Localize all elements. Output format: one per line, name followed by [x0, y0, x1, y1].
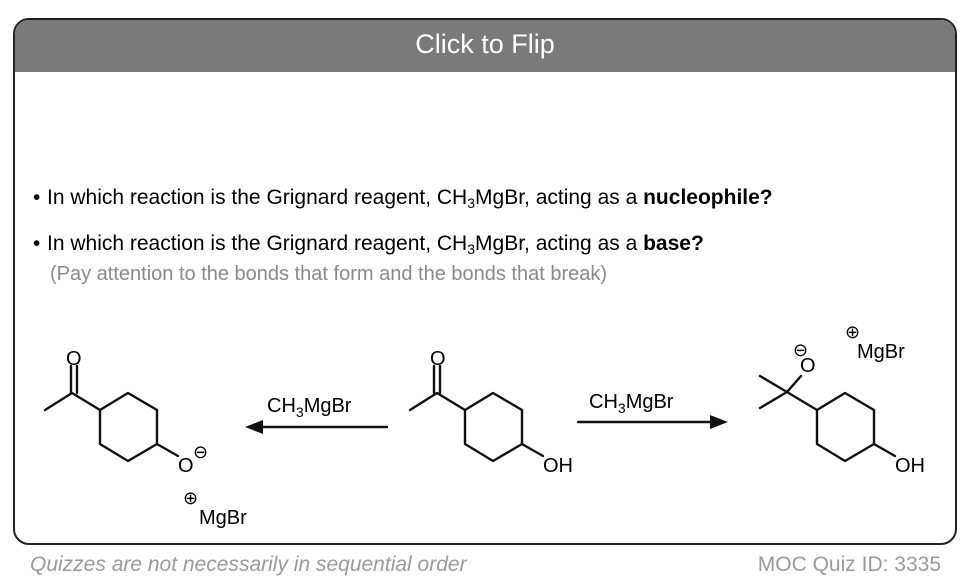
right-mgbr-label: MgBr — [857, 341, 905, 363]
flip-card[interactable]: Click to Flip • In which reaction is the … — [13, 18, 957, 545]
subscript: 3 — [467, 241, 476, 257]
left-mgbr-label: MgBr — [199, 507, 247, 529]
center-starting-material-structure — [408, 364, 545, 463]
question-text: In which reaction is the Grignard reagen… — [47, 232, 468, 255]
question-keyword: base? — [643, 232, 704, 255]
right-alkoxide-o-label: O — [800, 355, 816, 377]
question-text-cont: MgBr, acting as a — [475, 232, 644, 255]
reaction-scheme: O O O ⊖ ⊕ MgBr OH O ⊖ ⊕ MgBr OH CH3MgBr … — [43, 322, 925, 529]
left-product-structure — [43, 364, 180, 463]
right-arrow-head — [710, 415, 728, 429]
bullet-icon: • — [33, 232, 41, 255]
left-arrow-head — [245, 420, 263, 434]
plus-charge-icon: ⊕ — [845, 322, 860, 342]
question-text-cont: MgBr, acting as a — [475, 186, 644, 209]
question-base: • In which reaction is the Grignard reage… — [33, 231, 704, 257]
click-to-flip-header[interactable]: Click to Flip — [15, 20, 955, 72]
right-product-structure — [758, 374, 897, 463]
question-text: In which reaction is the Grignard reagen… — [47, 186, 468, 209]
minus-charge-icon: ⊖ — [793, 340, 808, 360]
minus-charge-icon: ⊖ — [193, 442, 208, 462]
left-alkoxide-o-label: O — [178, 455, 194, 477]
plus-charge-icon: ⊕ — [183, 488, 198, 508]
quiz-id: MOC Quiz ID: 3335 — [757, 553, 941, 576]
center-carbonyl-o-label: O — [430, 348, 446, 370]
bullet-icon: • — [33, 186, 41, 209]
right-reagent-label: CH3MgBr — [589, 391, 674, 416]
question-nucleophile: • In which reaction is the Grignard reage… — [33, 185, 773, 211]
center-oh-label: OH — [543, 455, 573, 477]
question-keyword: nucleophile? — [643, 186, 773, 209]
left-reagent-label: CH3MgBr — [267, 395, 352, 420]
hint-note: (Pay attention to the bonds that form an… — [50, 263, 608, 285]
left-carbonyl-o-label: O — [66, 348, 82, 370]
right-oh-label: OH — [895, 455, 925, 477]
subscript: 3 — [467, 195, 476, 211]
footer-disclaimer: Quizzes are not necessarily in sequentia… — [30, 553, 467, 576]
